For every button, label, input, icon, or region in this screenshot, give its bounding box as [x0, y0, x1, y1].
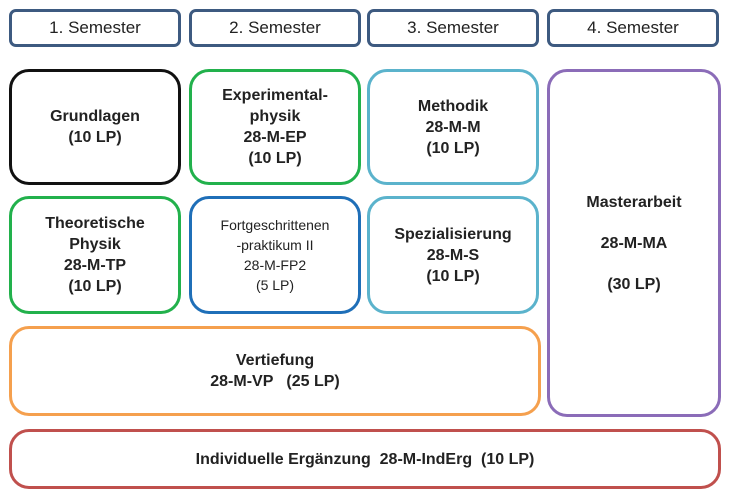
semester-label: 3. Semester	[407, 18, 499, 37]
semester-label: 2. Semester	[229, 18, 321, 37]
module-title-cont: physik	[249, 108, 301, 125]
module-code: 28-M-EP	[243, 129, 307, 146]
module-theoretische-physik: Theoretische Physik 28-M-TP (10 LP)	[9, 196, 181, 314]
module-title: Spezialisierung	[394, 225, 512, 243]
semester-header-2: 2. Semester	[189, 9, 361, 47]
module-credits: (10 LP)	[426, 267, 480, 285]
module-grundlagen: Grundlagen (10 LP)	[9, 69, 181, 185]
module-methodik: Methodik 28-M-M (10 LP)	[367, 69, 539, 185]
module-vertiefung: Vertiefung 28-M-VP (25 LP)	[9, 326, 541, 416]
module-title: Methodik	[417, 97, 489, 115]
module-individuelle-ergaenzung: Individuelle Ergänzung 28-M-IndErg (10 L…	[9, 429, 721, 489]
module-title-cont: -praktikum II	[236, 237, 314, 253]
module-credits: (5 LP)	[255, 277, 295, 293]
semester-header-3: 3. Semester	[367, 9, 539, 47]
module-code: 28-M-M	[425, 118, 481, 136]
module-code: 28-M-S	[426, 246, 480, 264]
module-credits: (10 LP)	[426, 139, 480, 157]
module-experimentalphysik: Experimental- physik 28-M-EP (10 LP)	[189, 69, 361, 185]
semester-header-1: 1. Semester	[9, 9, 181, 47]
module-credits: (10 LP)	[248, 150, 302, 167]
semester-header-4: 4. Semester	[547, 9, 719, 47]
semester-label: 4. Semester	[587, 18, 679, 37]
module-masterarbeit: Masterarbeit 28-M-MA (30 LP)	[547, 69, 721, 417]
module-title: Fortgeschrittenen	[220, 217, 330, 233]
module-code: 28-M-TP	[63, 257, 127, 274]
module-credits: (10 LP)	[68, 129, 122, 146]
module-fortgeschrittenenpraktikum: Fortgeschrittenen -praktikum II 28-M-FP2…	[189, 196, 361, 314]
module-code: 28-M-FP2	[243, 257, 307, 273]
module-title: Individuelle Ergänzung 28-M-IndErg (10 L…	[195, 450, 535, 468]
module-code-credits: 28-M-VP (25 LP)	[210, 373, 340, 390]
module-credits: (10 LP)	[68, 278, 122, 295]
semester-label: 1. Semester	[49, 18, 141, 37]
module-title: Grundlagen	[50, 108, 140, 125]
module-spezialisierung: Spezialisierung 28-M-S (10 LP)	[367, 196, 539, 314]
module-title: Masterarbeit	[586, 193, 682, 211]
module-title: Vertiefung	[235, 352, 315, 369]
module-title: Theoretische	[45, 215, 145, 232]
module-code: 28-M-MA	[600, 234, 668, 252]
module-credits: (30 LP)	[607, 275, 661, 293]
module-title: Experimental-	[222, 87, 328, 104]
module-title-cont: Physik	[69, 236, 121, 253]
